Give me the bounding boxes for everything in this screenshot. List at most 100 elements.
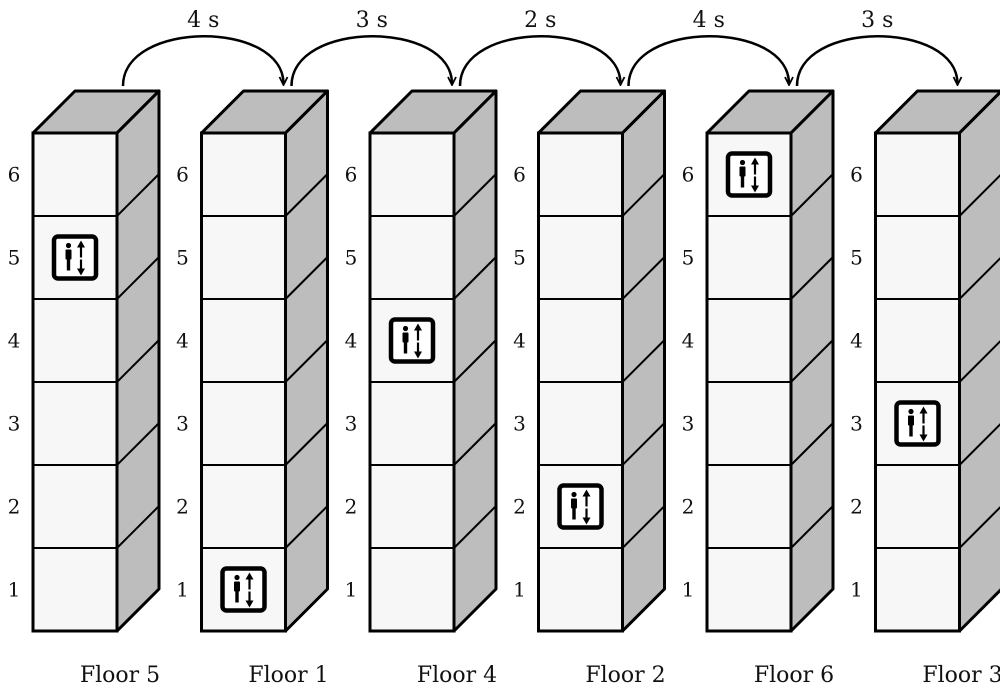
floor-number-label: 4 — [176, 329, 189, 353]
floor-cell — [539, 548, 623, 631]
floor-number-label: 2 — [176, 495, 189, 519]
floor-number-label: 3 — [176, 412, 189, 436]
floor-number-label: 1 — [513, 578, 526, 602]
floor-number-label: 1 — [682, 578, 695, 602]
person-body — [908, 416, 914, 426]
floor-number-label: 1 — [345, 578, 358, 602]
floor-number-label: 6 — [513, 163, 526, 187]
floor-cell — [202, 299, 286, 382]
floor-number-label: 2 — [8, 495, 21, 519]
person-legs — [67, 259, 70, 271]
person-body — [740, 167, 746, 177]
person-head — [403, 326, 408, 331]
person-legs — [909, 425, 912, 437]
floor-cell — [539, 299, 623, 382]
person-head — [740, 160, 745, 165]
transition-arrow — [797, 36, 958, 86]
elevator-icon-frame — [391, 320, 433, 362]
elevator-icon — [560, 486, 602, 528]
person-head — [66, 243, 71, 248]
floor-cell — [876, 133, 960, 216]
floor-number-label: 4 — [513, 329, 526, 353]
floor-number-label: 3 — [8, 412, 21, 436]
floor-number-label: 5 — [345, 246, 358, 270]
person-head — [571, 492, 576, 497]
floor-number-label: 3 — [682, 412, 695, 436]
floor-number-label: 4 — [8, 329, 21, 353]
floor-number-label: 1 — [8, 578, 21, 602]
elevator-icon-frame — [728, 154, 770, 196]
floor-number-label: 1 — [176, 578, 189, 602]
floor-number-label: 6 — [682, 163, 695, 187]
floor-cell — [707, 465, 791, 548]
floor-cell — [370, 216, 454, 299]
floor-number-label: 2 — [682, 495, 695, 519]
floor-number-label: 2 — [850, 495, 863, 519]
elevator-icon-frame — [223, 569, 265, 611]
building-caption: Floor 4 — [417, 663, 497, 688]
building-caption: Floor 3 — [922, 663, 1000, 688]
floor-cell — [33, 465, 117, 548]
transition-arrow — [460, 36, 621, 86]
floor-cell — [33, 548, 117, 631]
elevator-icon-frame — [560, 486, 602, 528]
elevator-icon — [391, 320, 433, 362]
floor-cell — [370, 382, 454, 465]
person-legs — [572, 508, 575, 520]
person-legs — [404, 342, 407, 354]
floor-number-label: 5 — [513, 246, 526, 270]
transition-time-label: 2 s — [524, 8, 556, 33]
floor-number-label: 4 — [345, 329, 358, 353]
elevator-icon-frame — [54, 237, 96, 279]
floor-number-label: 3 — [850, 412, 863, 436]
floor-cell — [202, 133, 286, 216]
building-caption: Floor 5 — [80, 663, 160, 688]
floor-number-label: 5 — [176, 246, 189, 270]
floor-number-label: 6 — [345, 163, 358, 187]
transition-time-label: 3 s — [861, 8, 893, 33]
floor-cell — [370, 465, 454, 548]
floor-cell — [33, 299, 117, 382]
floor-cell — [33, 133, 117, 216]
person-legs — [235, 591, 238, 603]
elevator-icon — [54, 237, 96, 279]
floor-number-label: 5 — [850, 246, 863, 270]
elevator-icon — [223, 569, 265, 611]
floor-number-label: 3 — [513, 412, 526, 436]
elevator-icon — [728, 154, 770, 196]
floor-cell — [33, 382, 117, 465]
floor-number-label: 2 — [345, 495, 358, 519]
transition-time-label: 3 s — [356, 8, 388, 33]
person-head — [908, 409, 913, 414]
floor-number-label: 4 — [682, 329, 695, 353]
floor-cell — [539, 382, 623, 465]
elevator-icon — [897, 403, 939, 445]
floor-cell — [707, 382, 791, 465]
person-body — [234, 582, 240, 592]
floor-cell — [876, 465, 960, 548]
floor-cell — [202, 465, 286, 548]
transition-arrow — [292, 36, 453, 86]
transition-time-label: 4 s — [187, 8, 219, 33]
person-body — [571, 499, 577, 509]
building-caption: Floor 2 — [585, 663, 665, 688]
floor-cell — [539, 216, 623, 299]
floor-cell — [876, 299, 960, 382]
floor-cell — [202, 216, 286, 299]
floor-number-label: 5 — [682, 246, 695, 270]
building-caption: Floor 6 — [754, 663, 834, 688]
person-head — [234, 575, 239, 580]
person-legs — [741, 176, 744, 188]
building-caption: Floor 1 — [248, 663, 328, 688]
floor-number-label: 2 — [513, 495, 526, 519]
floor-cell — [370, 133, 454, 216]
person-body — [66, 250, 72, 260]
floor-number-label: 3 — [345, 412, 358, 436]
